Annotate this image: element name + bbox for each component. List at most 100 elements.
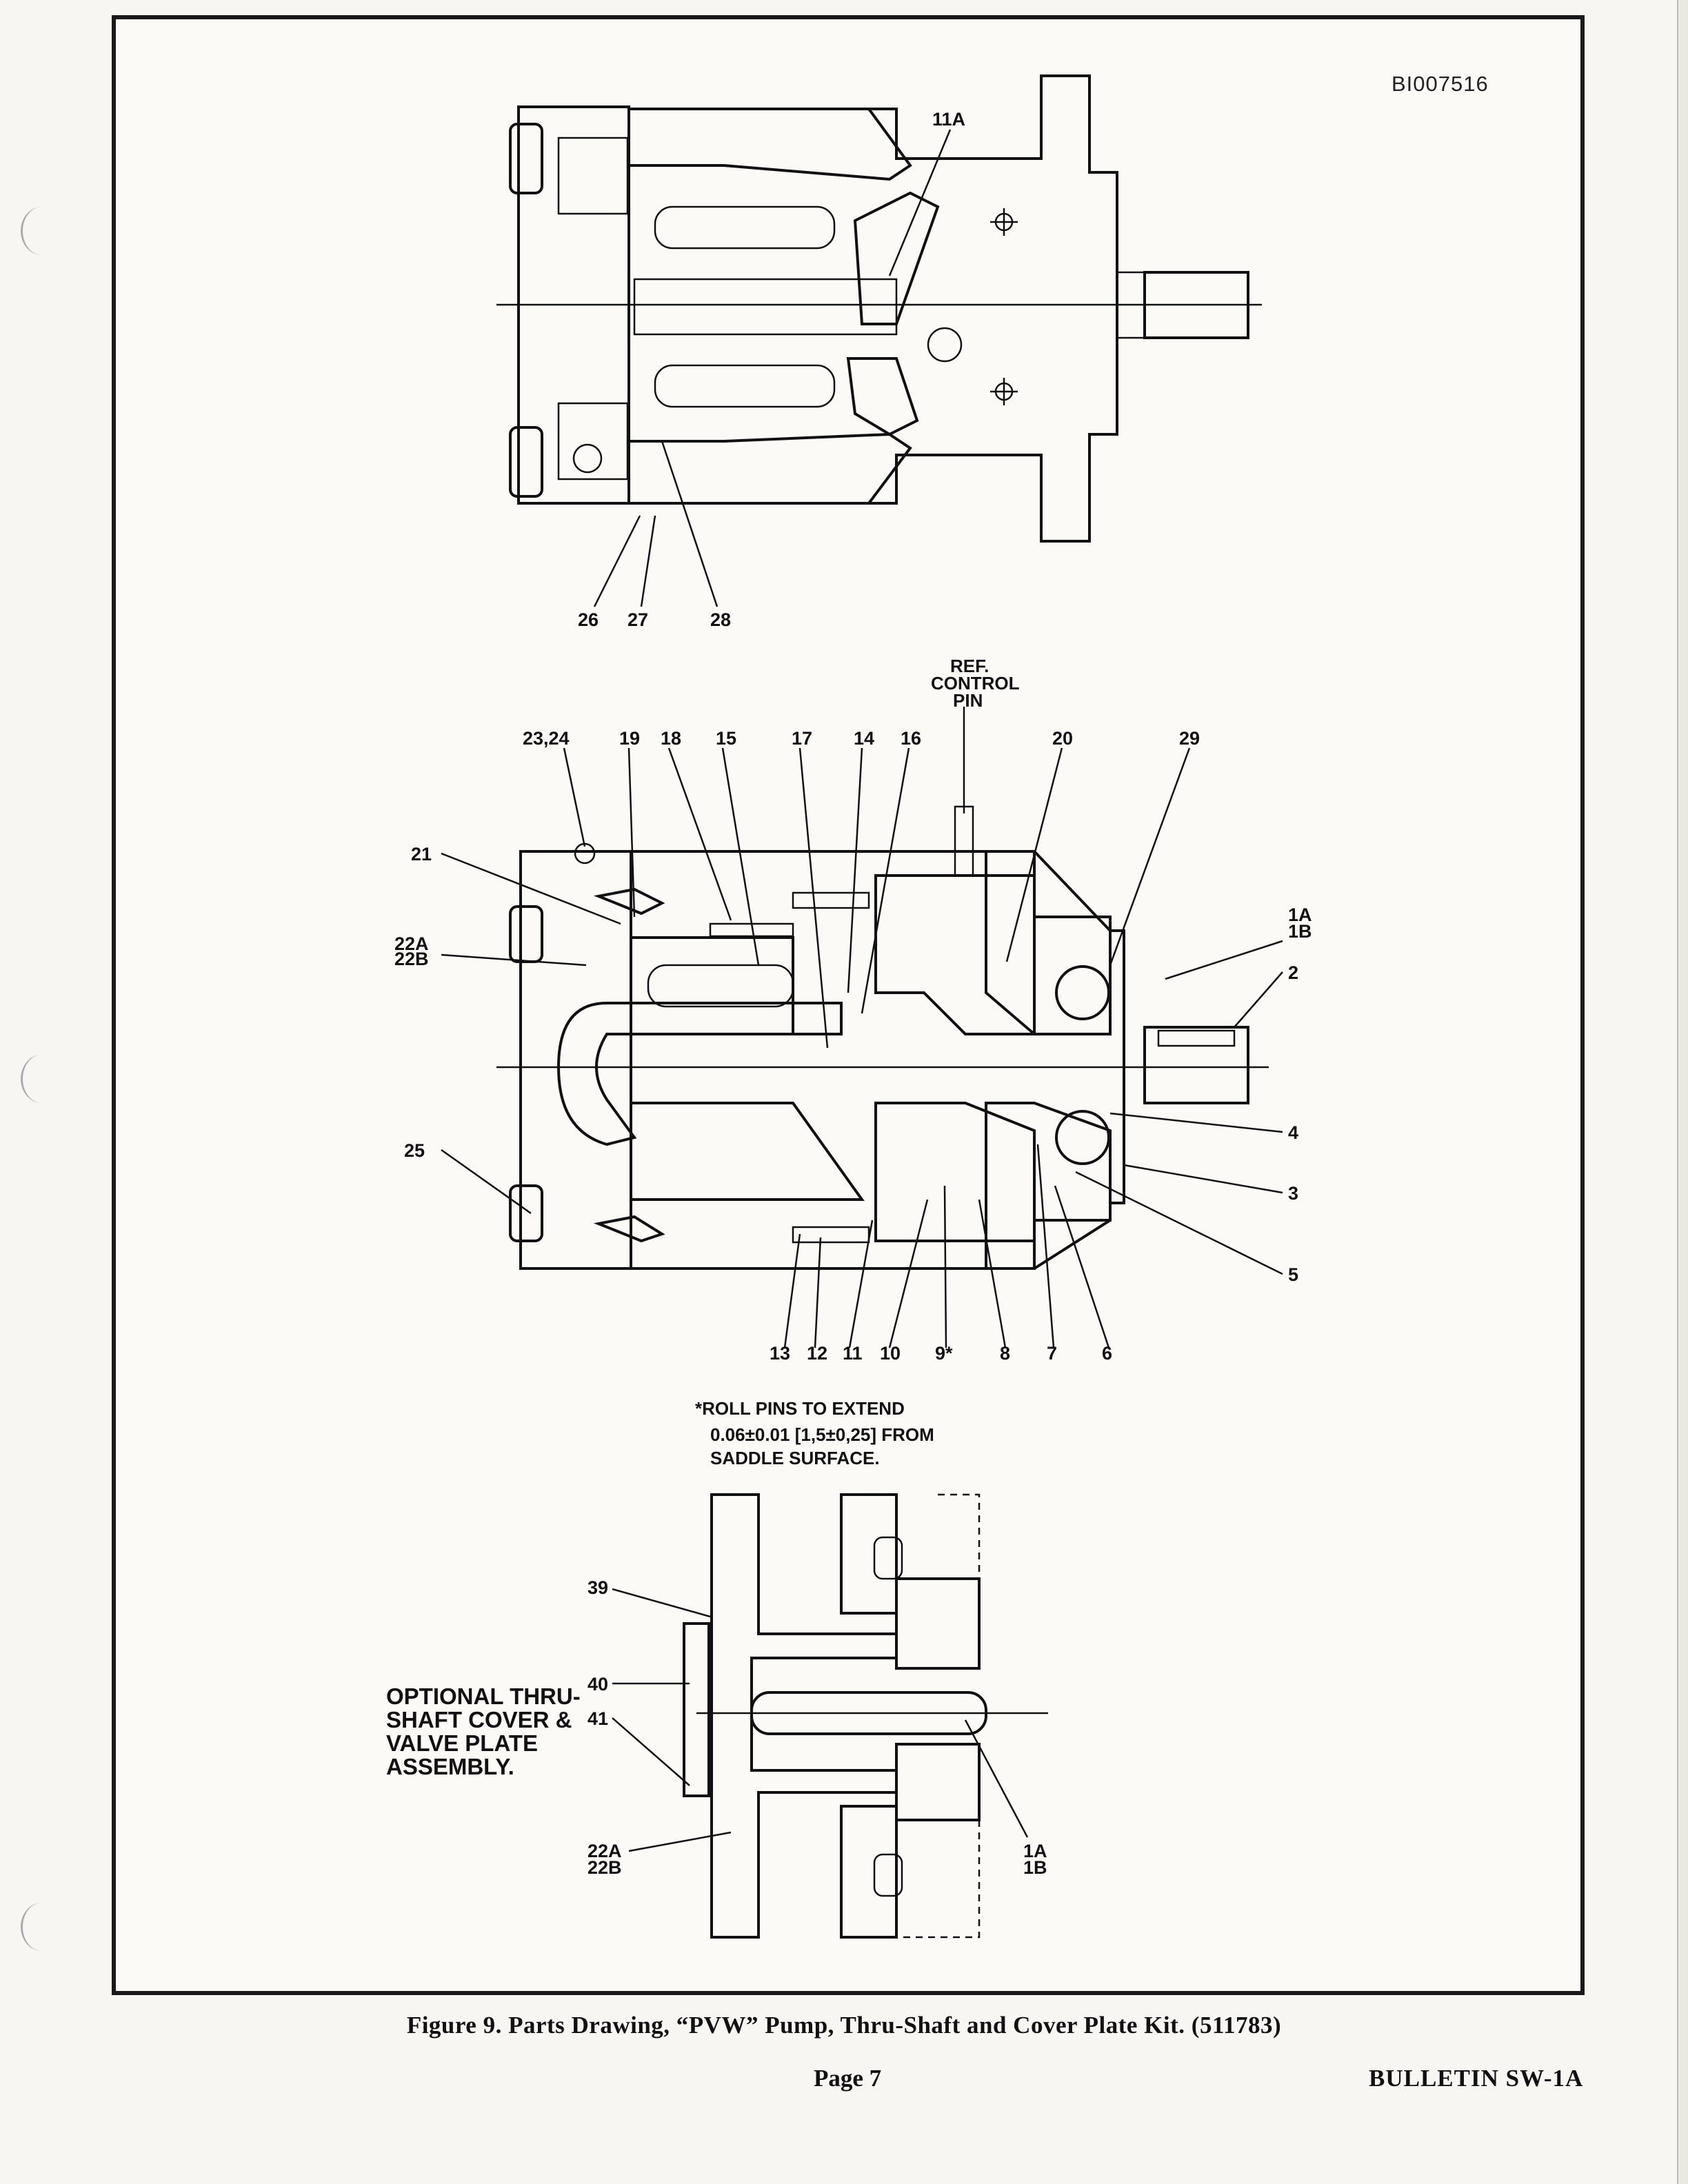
callout-27: 27 <box>627 609 648 630</box>
figure-caption: Figure 9. Parts Drawing, “PVW” Pump, Thr… <box>406 2012 1282 2039</box>
mid-end-cover <box>519 850 632 1270</box>
mid-bearing <box>1055 965 1110 1020</box>
assembly-label-line4: ASSEMBLY. <box>386 1754 514 1779</box>
leader-11a <box>888 129 952 276</box>
callout-22a: 22A <box>394 933 429 954</box>
bot-valve-block <box>840 1805 898 1939</box>
mid-shaft <box>1143 1026 1249 1104</box>
punch-hole <box>21 1903 63 1951</box>
mid-leaders <box>441 747 1283 1348</box>
callout-26: 26 <box>578 609 599 630</box>
top-bolt-head <box>509 123 543 194</box>
callout-9: 9* <box>935 1343 953 1364</box>
leader-39 <box>612 1588 711 1618</box>
callout-22b-bottom: 22B <box>587 1857 622 1878</box>
document-id: BI007516 <box>1391 72 1489 96</box>
roll-pin-note-line2: 0.06±0.01 [1,5±0,25] FROM <box>710 1424 934 1445</box>
callout-28: 28 <box>710 609 731 630</box>
callout-7: 7 <box>1047 1343 1057 1364</box>
mid-bushing <box>792 891 870 909</box>
top-view: 11A 26 27 28 <box>496 74 1262 630</box>
roll-pin-note-line3: SADDLE SURFACE. <box>710 1448 880 1468</box>
bot-cover-plate <box>710 1493 898 1939</box>
top-swashplate <box>846 357 919 436</box>
callout-2: 2 <box>1288 962 1298 983</box>
callout-10: 10 <box>880 1343 901 1364</box>
mid-barrel-upper <box>630 936 794 1035</box>
leader-1a <box>964 1719 1029 1838</box>
mid-housing-section <box>874 1102 1036 1242</box>
callout-5: 5 <box>1288 1264 1298 1285</box>
callout-21: 21 <box>411 844 432 865</box>
leader-27 <box>640 515 656 607</box>
punch-hole <box>21 1055 63 1103</box>
callout-13: 13 <box>770 1343 790 1364</box>
callout-22a-bottom: 22A <box>587 1841 622 1861</box>
callout-19: 19 <box>619 728 640 749</box>
top-piston <box>654 205 836 250</box>
callout-1a-bottom: 1A <box>1023 1841 1047 1861</box>
mid-control-pin <box>954 805 974 877</box>
mid-flange-upper <box>985 850 1112 1035</box>
top-port <box>557 402 629 481</box>
top-control-pin <box>927 327 963 363</box>
top-end-cover <box>517 105 630 505</box>
callout-14: 14 <box>854 728 874 749</box>
top-bolt-head <box>509 426 543 498</box>
callout-16: 16 <box>901 728 921 749</box>
top-port-mark <box>572 443 603 474</box>
leader-41 <box>612 1717 690 1786</box>
bottom-view: 39 40 41 22A 22B 1A 1B OPTIONAL THRU- SH… <box>386 1493 1048 1939</box>
mid-housing <box>631 850 1125 1270</box>
top-barrel <box>633 278 898 336</box>
bot-phantom-line <box>896 1820 981 1939</box>
callout-22b: 22B <box>394 949 429 969</box>
callout-25: 25 <box>404 1140 425 1161</box>
mid-flange-lower <box>985 1102 1112 1270</box>
top-housing <box>629 74 1118 543</box>
callout-6: 6 <box>1102 1343 1112 1364</box>
top-port <box>557 136 629 215</box>
bot-shaft <box>750 1691 987 1735</box>
assembly-label-line1: OPTIONAL THRU- <box>386 1684 581 1709</box>
bot-roll-pin <box>873 1536 903 1580</box>
leader-28 <box>661 441 719 607</box>
bot-section <box>895 1743 981 1821</box>
punch-hole <box>21 207 63 255</box>
callout-11: 11 <box>843 1343 863 1364</box>
top-piston <box>654 364 836 408</box>
callout-29: 29 <box>1179 728 1200 749</box>
callout-15: 15 <box>716 728 736 749</box>
mid-piston <box>647 964 794 1008</box>
mid-roll-pin <box>593 1215 665 1243</box>
assembly-label-line2: SHAFT COVER & <box>386 1707 572 1732</box>
mid-bushing <box>792 1226 870 1244</box>
callout-41: 41 <box>587 1708 608 1729</box>
callout-8: 8 <box>1000 1343 1010 1364</box>
bulletin-id: BULLETIN SW-1A <box>1369 2065 1584 2092</box>
leader-26 <box>593 515 641 607</box>
bot-phantom-line <box>938 1493 981 1579</box>
mid-bearing <box>1055 1110 1110 1165</box>
mid-bolt-head <box>509 1184 543 1242</box>
callout-3: 3 <box>1288 1183 1298 1204</box>
callout-20: 20 <box>1052 728 1073 749</box>
callout-11a: 11A <box>932 109 965 130</box>
ref-note-line1: REF. <box>950 656 989 676</box>
parts-drawing: 11A 26 27 28 REF. CONTROL <box>386 74 1312 1939</box>
mid-end-boss <box>556 1002 843 1146</box>
page-number: Page 7 <box>814 2065 882 2092</box>
drawing-frame <box>112 15 1585 1995</box>
top-shaft <box>1143 271 1249 339</box>
bot-roll-pin <box>873 1853 903 1897</box>
mid-plug <box>574 842 596 865</box>
bot-cover-bolts <box>683 1622 710 1797</box>
top-swashplate <box>853 191 940 325</box>
bot-valve-block <box>840 1493 898 1615</box>
ref-note-line2: CONTROL <box>931 673 1020 694</box>
roll-pin-note-line1: *ROLL PINS TO EXTEND <box>695 1398 905 1419</box>
ref-note-line3: PIN <box>953 690 983 711</box>
mid-housing-section <box>874 874 1036 1035</box>
mid-roll-pin <box>593 887 665 916</box>
callout-1b: 1B <box>1288 921 1312 942</box>
